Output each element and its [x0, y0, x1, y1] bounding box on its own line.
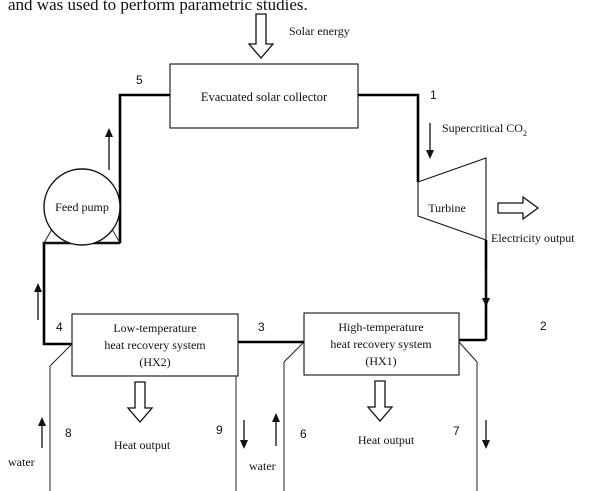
electricity-output-arrow-icon	[497, 195, 540, 221]
hx1-water-loop	[283, 341, 478, 491]
turbine-label: Turbine	[428, 201, 466, 215]
heat-output-arrow-icon-hx1	[366, 380, 394, 422]
high-temperature-heat-recovery-hx1	[303, 312, 460, 376]
state-point-1: 1	[430, 88, 437, 102]
state-point-6: 6	[300, 427, 307, 441]
flow-arrow-feed-line	[105, 128, 113, 170]
feed-pump	[43, 168, 121, 246]
state-point-7: 7	[453, 424, 460, 438]
hx1-line3: (HX1)	[365, 354, 396, 368]
flow-arrow-turbine-outlet	[482, 269, 490, 307]
state-point-8: 8	[65, 426, 72, 440]
state-point-5: 5	[136, 73, 143, 87]
state-point-9: 9	[216, 423, 223, 437]
state-point-3: 3	[258, 320, 265, 334]
water-inlet-label-hx1: water	[249, 459, 276, 473]
flow-arrow-water-in-hx1	[272, 413, 280, 446]
electricity-output-label: Electricity output	[491, 231, 575, 245]
heat-output-label-hx1: Heat output	[358, 433, 415, 447]
low-temperature-heat-recovery-hx2	[71, 313, 239, 377]
working-fluid-label: Supercritical CO2	[442, 121, 527, 138]
hx1-line2: heat recovery system	[330, 337, 432, 351]
hx1-line1: High-temperature	[338, 320, 423, 334]
solar-energy-label: Solar energy	[289, 24, 350, 38]
flow-arrow-water-in-hx2	[38, 417, 46, 448]
hx2-line2: heat recovery system	[104, 338, 206, 352]
flow-arrow-return-line	[34, 283, 42, 320]
flow-arrow-collector-outlet	[426, 123, 434, 159]
collector-label: Evacuated solar collector	[201, 90, 328, 104]
heat-output-label-hx2: Heat output	[114, 438, 171, 452]
solar-energy-arrow-icon	[247, 13, 275, 59]
flow-arrow-water-out-hx2	[240, 420, 248, 449]
state-point-2: 2	[540, 319, 547, 333]
hx2-line1: Low-temperature	[113, 321, 196, 335]
flow-arrow-water-out-hx1	[482, 420, 490, 449]
water-inlet-label-hx2: water	[8, 455, 35, 469]
hx2-line3: (HX2)	[139, 355, 170, 369]
turbine	[417, 157, 487, 241]
feed-pump-label: Feed pump	[55, 200, 109, 214]
heat-output-arrow-icon-hx2	[126, 381, 154, 423]
working-fluid-subscript: 2	[523, 129, 527, 138]
working-fluid-main: Supercritical CO	[442, 121, 523, 135]
state-point-4: 4	[56, 320, 63, 334]
header-text-fragment: and was used to perform parametric studi…	[8, 0, 308, 14]
evacuated-solar-collector	[169, 63, 359, 129]
